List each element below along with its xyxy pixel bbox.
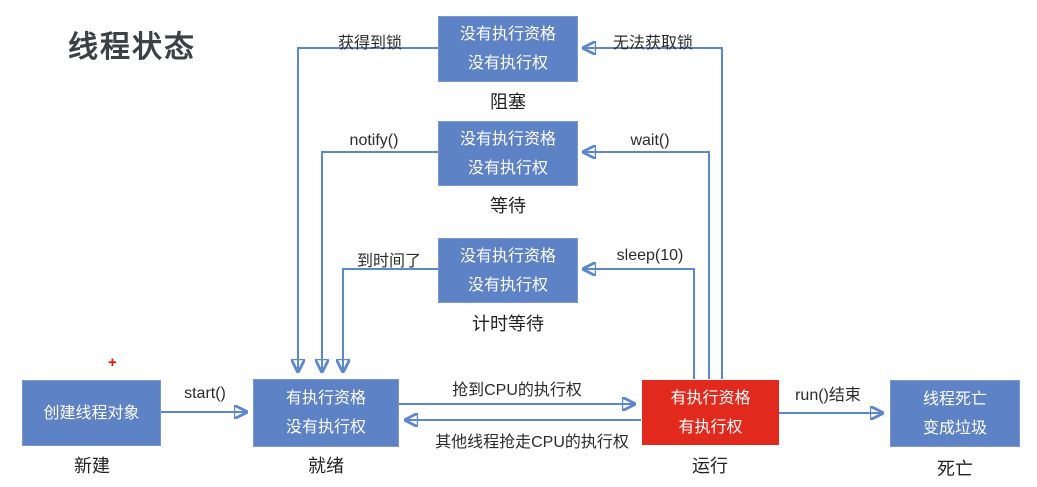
edge-label-acquire-cpu: 抢到CPU的执行权	[452, 382, 582, 399]
state-label-new: 新建	[74, 456, 110, 476]
edge-label-sleep: sleep(10)	[616, 247, 684, 264]
edge-label-got-lock: 获得到锁	[337, 35, 403, 52]
state-box-new: 创建线程对象	[22, 380, 161, 446]
edge-label-wait: wait()	[630, 132, 670, 149]
arrow-cannot-get-lock	[585, 48, 723, 379]
state-label-dead: 死亡	[937, 459, 973, 479]
state-box-ready: 有执行资格 没有执行权	[253, 379, 399, 447]
diagram-title: 线程状态	[68, 31, 196, 64]
state-box-running-line2: 有执行权	[678, 418, 743, 436]
edge-label-notify: notify()	[349, 132, 399, 149]
arrow-notify	[322, 151, 438, 370]
state-box-dead: 线程死亡 变成垃圾	[890, 380, 1020, 447]
state-label-timed-waiting: 计时等待	[472, 314, 544, 334]
state-box-ready-line2: 没有执行权	[285, 419, 366, 436]
state-box-running: 有执行资格 有执行权	[642, 380, 779, 445]
state-box-waiting: 没有执行资格 没有执行权	[438, 121, 578, 186]
arrow-time-up	[343, 268, 438, 370]
state-box-blocked-line2: 没有执行权	[467, 55, 548, 72]
state-box-blocked-line1: 没有执行资格	[459, 26, 556, 43]
edge-label-start: start()	[184, 385, 226, 402]
state-label-running: 运行	[692, 456, 728, 476]
arrow-wait	[585, 152, 710, 379]
state-box-waiting-line1: 没有执行资格	[459, 130, 556, 148]
state-box-timed-waiting-line2: 没有执行权	[467, 276, 548, 294]
edge-label-cannot-get-lock: 无法获取锁	[612, 35, 694, 52]
arrow-sleep	[585, 269, 695, 379]
state-box-waiting-line2: 没有执行权	[467, 159, 548, 177]
edge-label-time-up: 到时间了	[356, 253, 422, 270]
edge-label-run-end: run()结束	[795, 387, 861, 404]
state-box-new-line1: 创建线程对象	[43, 404, 140, 422]
state-box-dead-line1: 线程死亡	[922, 390, 987, 408]
edge-label-lose-cpu: 其他线程抢走CPU的执行权	[435, 434, 629, 451]
state-label-ready: 就绪	[308, 456, 344, 476]
state-box-ready-line1: 有执行资格	[285, 390, 366, 407]
state-box-blocked: 没有执行资格 没有执行权	[438, 16, 578, 82]
state-box-timed-waiting-line1: 没有执行资格	[459, 247, 556, 265]
state-box-timed-waiting: 没有执行资格 没有执行权	[438, 238, 578, 303]
plus-cursor: +	[108, 354, 117, 371]
arrow-got-lock	[298, 47, 438, 370]
state-label-blocked: 阻塞	[490, 92, 526, 112]
state-box-dead-line2: 变成垃圾	[922, 419, 987, 437]
state-box-running-line1: 有执行资格	[670, 389, 751, 407]
state-label-waiting: 等待	[490, 196, 526, 216]
